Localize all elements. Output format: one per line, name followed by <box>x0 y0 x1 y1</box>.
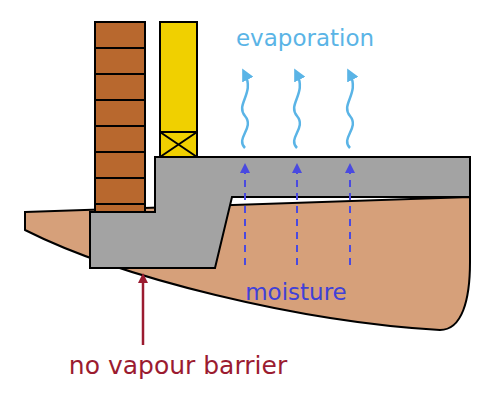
leader-arrow <box>142 278 145 345</box>
brick-course <box>95 151 145 153</box>
evaporation-arrows <box>242 74 353 148</box>
sill-plate <box>160 132 197 157</box>
moisture-label: moisture <box>245 280 347 305</box>
evaporation-label: evaporation <box>236 26 374 51</box>
sill-plate-cross <box>160 132 197 157</box>
brick-course <box>95 177 145 179</box>
wood-stud <box>160 22 197 132</box>
vapour-barrier-label: no vapour barrier <box>69 352 287 380</box>
concrete-foundation <box>90 157 470 268</box>
brick-wall <box>95 22 145 212</box>
moisture-arrows <box>245 168 350 265</box>
brick-courses <box>95 48 145 204</box>
brick-course <box>95 73 145 75</box>
brick-course <box>95 99 145 101</box>
brick-course <box>95 47 145 49</box>
brick-course <box>95 203 145 205</box>
brick-course <box>95 125 145 127</box>
